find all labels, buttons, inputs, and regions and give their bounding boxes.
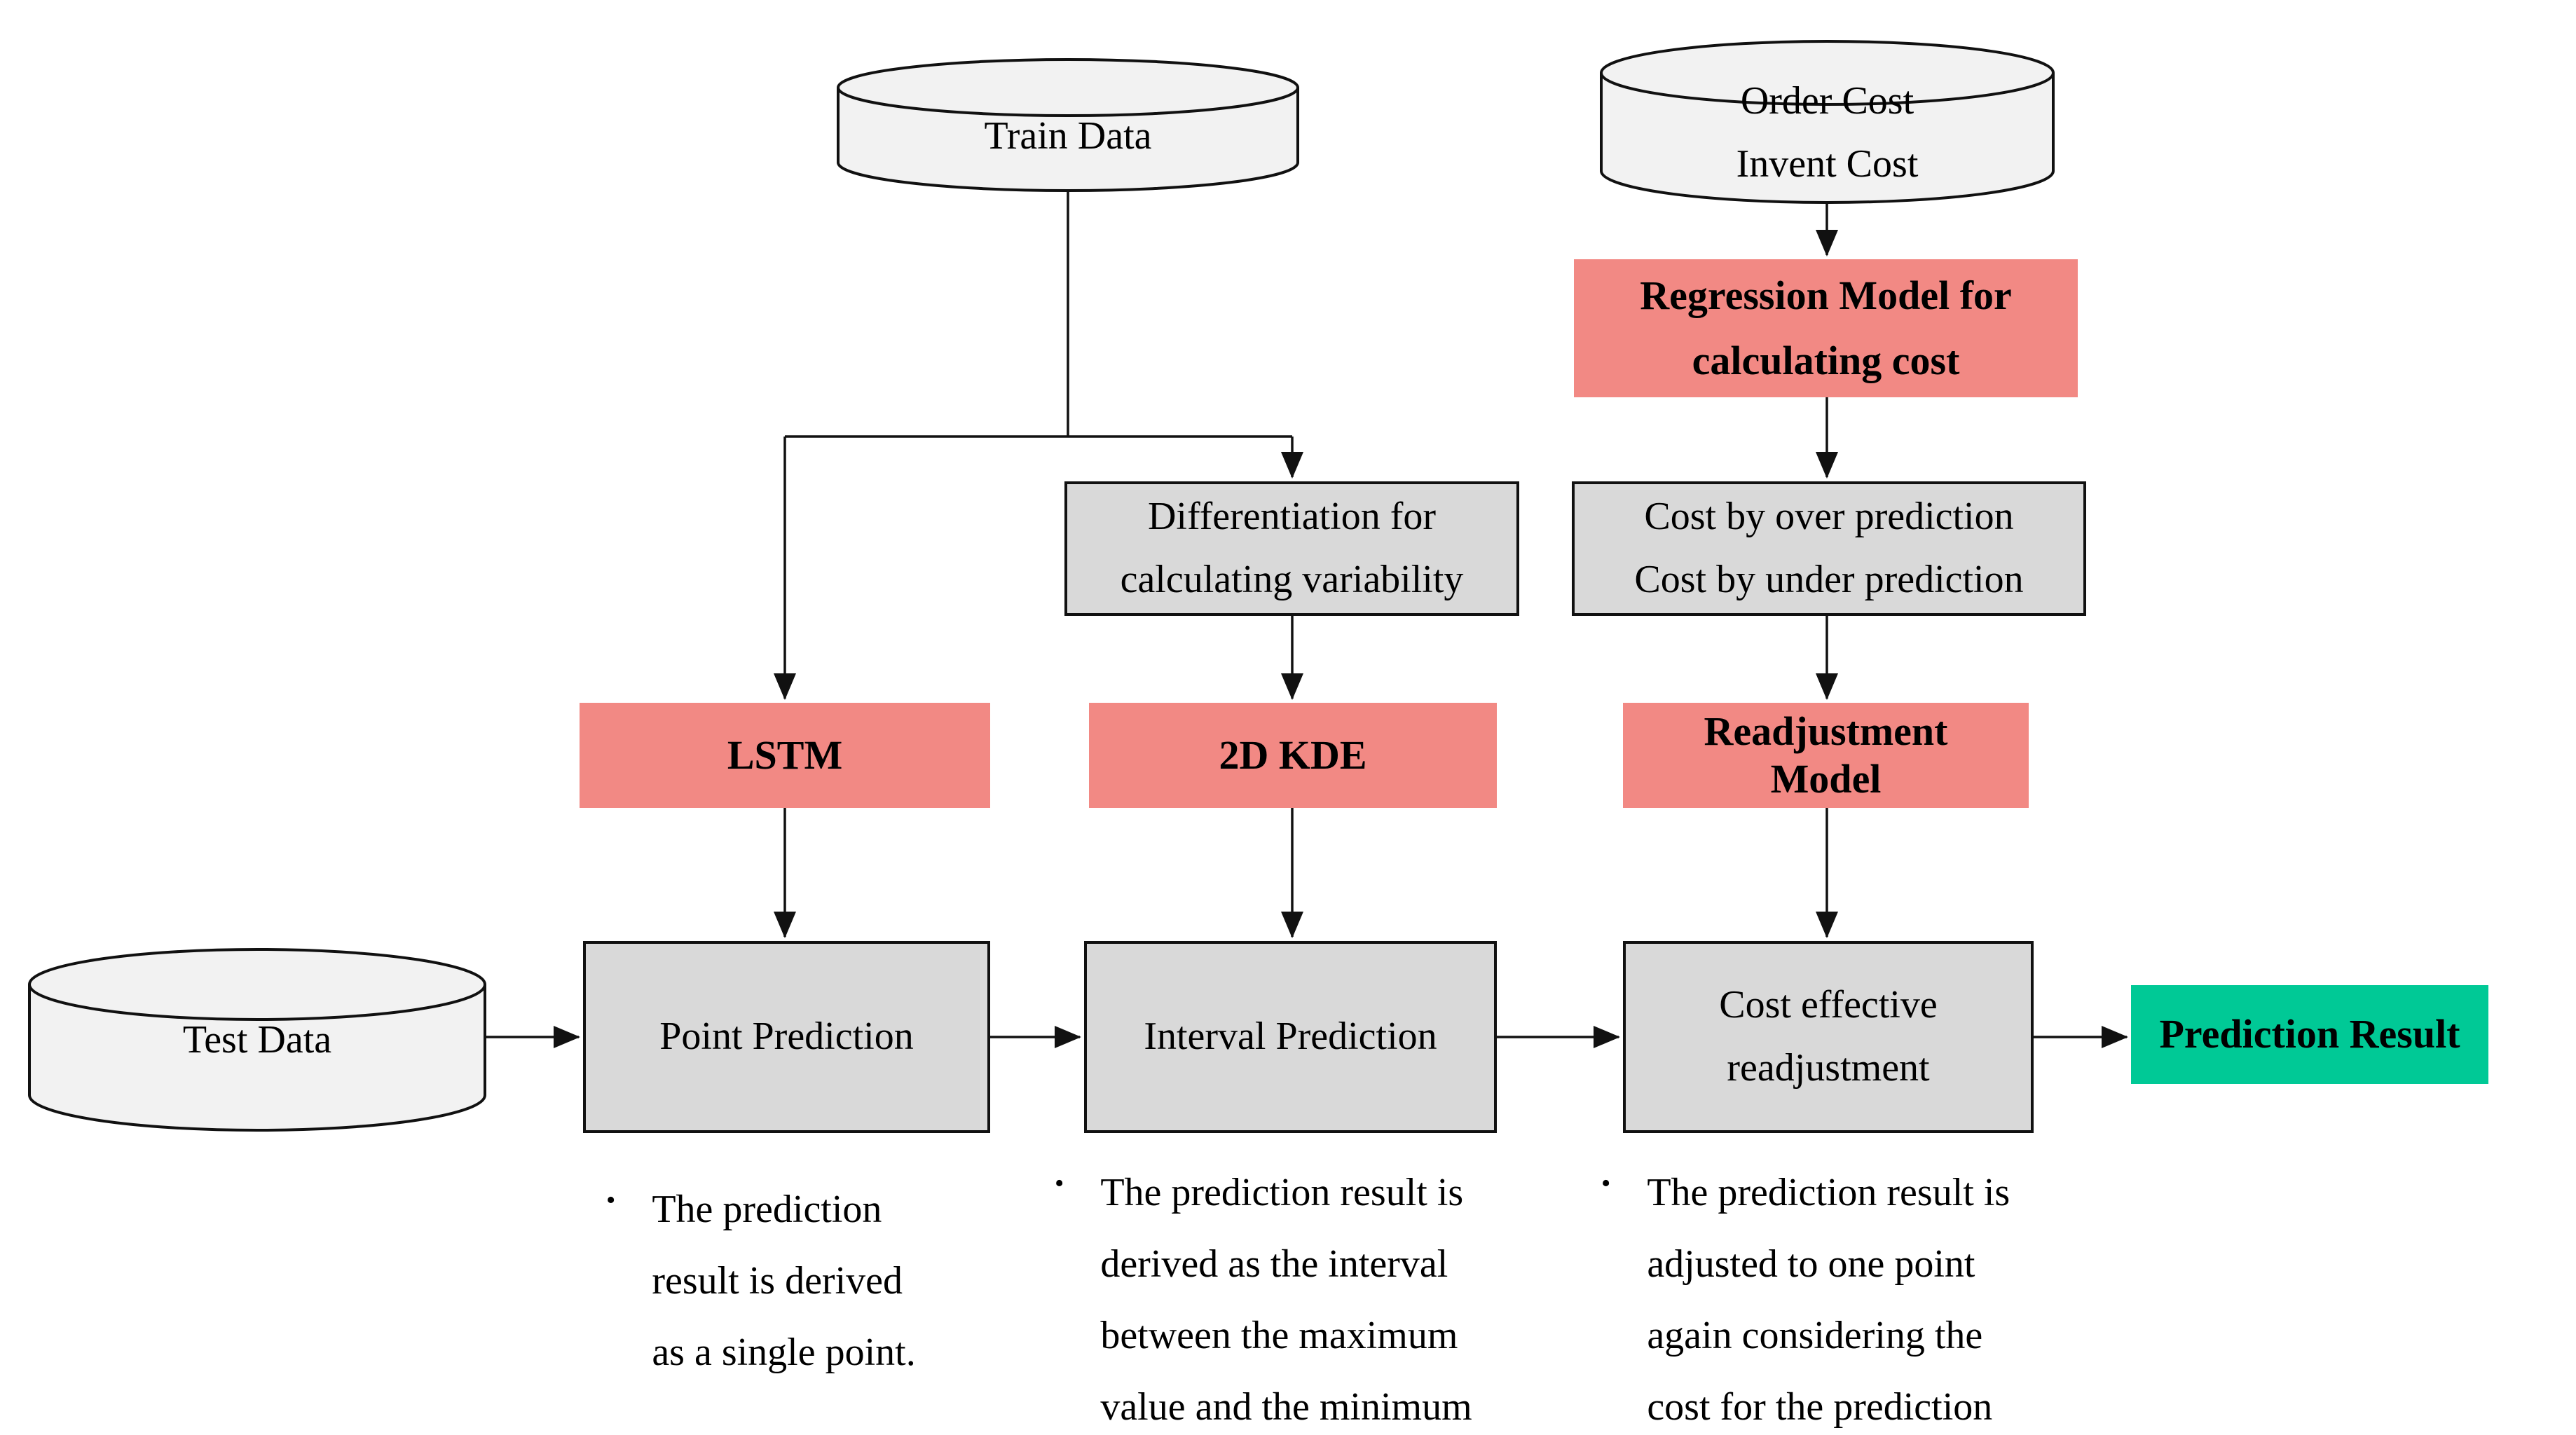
test-data-label: Test Data bbox=[182, 1018, 332, 1062]
interval-prediction-label: Interval Prediction bbox=[1144, 1015, 1437, 1059]
bullet-icon: • bbox=[606, 1186, 616, 1215]
interval-prediction-box: Interval Prediction bbox=[1084, 941, 1497, 1133]
point-prediction-box: Point Prediction bbox=[583, 941, 990, 1133]
bullet-icon: • bbox=[1601, 1169, 1611, 1198]
prediction-result-label: Prediction Result bbox=[2159, 1011, 2460, 1057]
cost-effective-readjustment-label: Cost effective readjustment bbox=[1719, 983, 1938, 1090]
bullet-icon: • bbox=[1055, 1169, 1064, 1198]
note-interval-prediction-text: The prediction result is derived as the … bbox=[1100, 1171, 1472, 1429]
cylinder-order-invent-cost bbox=[1600, 40, 2055, 204]
cost-over-under-label: Cost by over prediction Cost by under pr… bbox=[1634, 495, 2024, 601]
cost-over-under-box: Cost by over prediction Cost by under pr… bbox=[1572, 481, 2086, 616]
note-interval-prediction: • The prediction result is derived as th… bbox=[1055, 1158, 1573, 1435]
cost-effective-readjustment-box: Cost effective readjustment bbox=[1623, 941, 2034, 1133]
lstm-label: LSTM bbox=[727, 732, 843, 778]
note-cost-readjustment: • The prediction result is adjusted to o… bbox=[1601, 1158, 2134, 1435]
cylinder-train-data bbox=[837, 58, 1299, 192]
prediction-result-box: Prediction Result bbox=[2131, 985, 2488, 1084]
point-prediction-label: Point Prediction bbox=[659, 1015, 914, 1059]
note-point-prediction: • The prediction result is derived as a … bbox=[606, 1174, 1041, 1389]
note-cost-readjustment-text: The prediction result is adjusted to one… bbox=[1647, 1171, 2010, 1429]
order-invent-cost-label: Order Cost Invent Cost bbox=[1736, 79, 1919, 186]
note-point-prediction-text: The prediction result is derived as a si… bbox=[652, 1188, 916, 1374]
datastore-test-data: Test Data bbox=[29, 970, 485, 1111]
datastore-train-data: Train Data bbox=[838, 84, 1298, 189]
readjustment-model-box: Readjustment Model bbox=[1623, 703, 2029, 808]
datastore-order-invent-cost: Order Cost Invent Cost bbox=[1601, 63, 2053, 203]
kde-2d-label: 2D KDE bbox=[1219, 732, 1367, 778]
cylinder-test-data bbox=[28, 948, 486, 1132]
differentiation-label: Differentiation for calculating variabil… bbox=[1120, 495, 1464, 601]
train-data-label: Train Data bbox=[984, 114, 1152, 158]
lstm-box: LSTM bbox=[580, 703, 990, 808]
regression-model-label: Regression Model for calculating cost bbox=[1640, 272, 2012, 383]
regression-model-box: Regression Model for calculating cost bbox=[1574, 259, 2078, 397]
readjustment-model-label: Readjustment Model bbox=[1704, 708, 1948, 802]
differentiation-box: Differentiation for calculating variabil… bbox=[1064, 481, 1519, 616]
kde-2d-box: 2D KDE bbox=[1089, 703, 1497, 808]
